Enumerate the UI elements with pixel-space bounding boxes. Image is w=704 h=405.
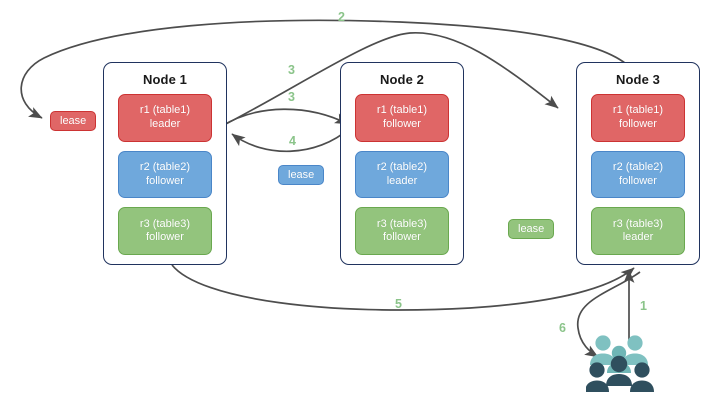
node-box-2[interactable]: Node 2 r1 (table1) follower r2 (table2) …: [340, 62, 464, 265]
replica-r3-node3[interactable]: r3 (table3) leader: [591, 207, 685, 256]
replica-role: leader: [149, 117, 181, 130]
replica-name: r1 (table1): [612, 104, 664, 117]
node-box-1[interactable]: Node 1 r1 (table1) leader r2 (table2) fo…: [103, 62, 227, 265]
lease-label: lease: [518, 223, 545, 235]
users-icon: [586, 335, 654, 392]
node-title: Node 2: [380, 72, 424, 87]
replica-role: follower: [146, 231, 184, 244]
replica-r2-node3[interactable]: r2 (table2) follower: [591, 150, 685, 199]
replica-name: r1 (table1): [376, 104, 428, 117]
lease-badge-table3[interactable]: lease: [508, 219, 555, 239]
replica-role: follower: [383, 231, 421, 244]
edge-label-4: 4: [289, 134, 296, 148]
replica-name: r3 (table3): [612, 217, 664, 230]
replica-role: follower: [619, 117, 657, 130]
edge-label-5: 5: [395, 297, 402, 311]
edge-3b-path: [221, 108, 349, 127]
lease-label: lease: [288, 169, 315, 181]
node-title: Node 3: [616, 72, 660, 87]
replica-r3-node1[interactable]: r3 (table3) follower: [118, 207, 212, 256]
replica-name: r2 (table2): [139, 161, 191, 173]
replica-r1-node2[interactable]: r1 (table1) follower: [355, 94, 449, 142]
replica-role: follower: [619, 174, 657, 187]
edge-5-path: [171, 264, 635, 311]
edge-label-3b: 3: [288, 90, 295, 104]
replica-name: r2 (table2): [376, 161, 428, 173]
replica-r2-node1[interactable]: r2 (table2) follower: [118, 150, 212, 199]
replica-role: follower: [146, 174, 184, 187]
replica-r1-node3[interactable]: r1 (table1) follower: [591, 94, 685, 142]
replica-role: leader: [622, 231, 654, 244]
replica-role: leader: [386, 174, 418, 187]
lease-badge-table1[interactable]: lease: [50, 111, 97, 131]
replica-role: follower: [383, 117, 421, 130]
replica-name: r1 (table1): [139, 104, 191, 117]
replica-name: r3 (table3): [376, 217, 428, 230]
edge-label-2: 2: [338, 10, 345, 24]
replica-r2-node2[interactable]: r2 (table2) leader: [355, 150, 449, 199]
node-title: Node 1: [143, 72, 187, 87]
node-box-3[interactable]: Node 3 r1 (table1) follower r2 (table2) …: [576, 62, 700, 265]
lease-badge-table2[interactable]: lease: [278, 165, 325, 185]
replica-r1-node1[interactable]: r1 (table1) leader: [118, 94, 212, 142]
replica-name: r2 (table2): [612, 161, 664, 173]
lease-label: lease: [60, 115, 87, 127]
users-back-row: [590, 335, 648, 365]
edge-label-3a: 3: [288, 63, 295, 77]
replica-name: r3 (table3): [139, 217, 191, 230]
replica-r3-node2[interactable]: r3 (table3) follower: [355, 207, 449, 256]
users-front-row: [586, 355, 654, 392]
edge-label-1: 1: [640, 299, 647, 313]
edge-label-6: 6: [559, 321, 566, 335]
